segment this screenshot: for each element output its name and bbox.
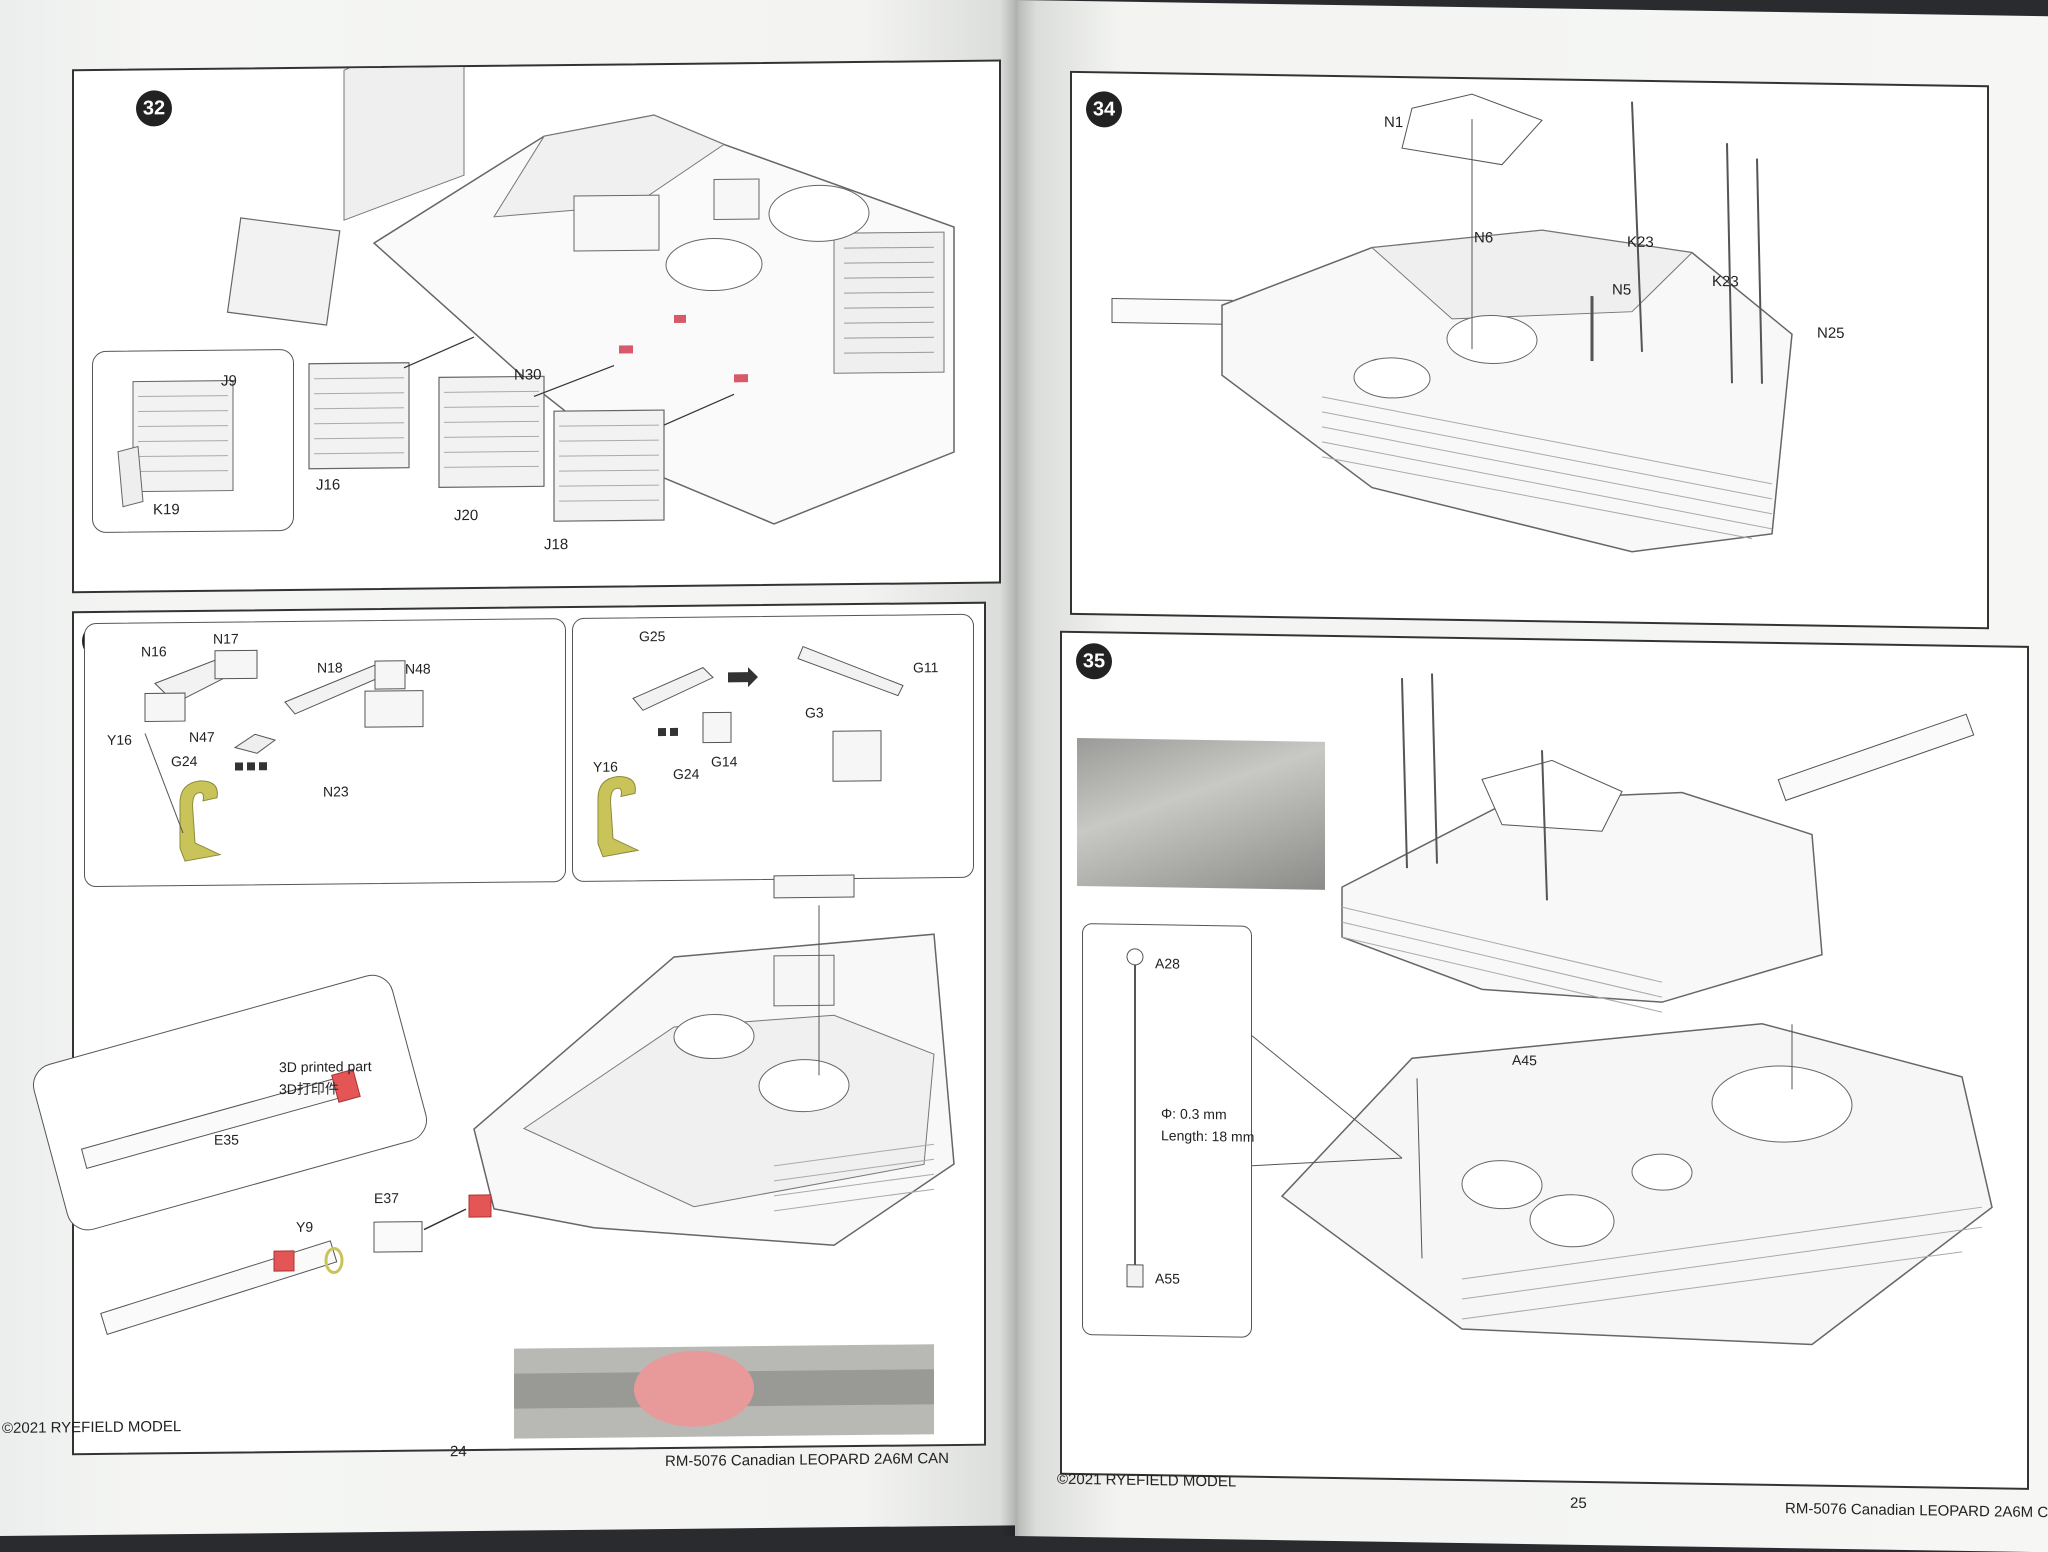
step-34-drawing <box>1111 93 1793 553</box>
spec-length: Length: 18 mm <box>1161 1127 1255 1145</box>
label-a28: A28 <box>1155 955 1180 972</box>
step-33-subassembly-a: N16 N17 Y16 N47 G24 N18 N48 N23 <box>84 618 566 888</box>
step-33-barrel-callout <box>28 969 432 1236</box>
label-e35: E35 <box>214 1131 239 1148</box>
step-35-antenna-callout: A28 Φ: 0.3 mm Length: 18 mm A55 <box>1082 923 1255 1338</box>
printed-part-note-cn: 3D打印件 <box>279 1080 339 1098</box>
label-a55: A55 <box>1155 1270 1180 1287</box>
label-j16: J16 <box>316 476 341 494</box>
right-page: 34 N1 N6 K23 N5 K23 <box>1015 0 2048 1552</box>
step-33-drawing <box>100 874 955 1439</box>
label-e37: E37 <box>374 1189 399 1207</box>
printed-part-note-en: 3D printed part <box>279 1058 372 1076</box>
label-k19: K19 <box>153 501 180 519</box>
left-footer-copyright: ©2021 RYEFIELD MODEL <box>2 1418 182 1437</box>
right-footer-title: RM-5076 Canadian LEOPARD 2A6M C <box>1785 1500 2048 1522</box>
label-n6: N6 <box>1474 229 1494 247</box>
spec-diameter: Φ: 0.3 mm <box>1161 1105 1227 1123</box>
left-page: 32 <box>0 0 1015 1536</box>
step-32-callout: J9 K19 <box>92 348 294 534</box>
step-34-panel: 34 N1 N6 K23 N5 K23 <box>1070 70 1989 630</box>
label-n30: N30 <box>514 366 542 384</box>
step-33-panel: 33 N16 N17 Y16 N47 G24 N18 N48 N23 <box>28 601 986 1456</box>
right-footer-copyright: ©2021 RYEFIELD MODEL <box>1057 1470 1237 1491</box>
label-j20: J20 <box>454 506 479 525</box>
label-j18: J18 <box>544 536 569 554</box>
step-32-panel: 32 <box>72 59 1001 594</box>
label-y9: Y9 <box>296 1218 314 1235</box>
left-page-number: 24 <box>450 1443 467 1461</box>
label-n1: N1 <box>1384 113 1404 132</box>
step-33-subassembly-b: G25 G11 G3 Y16 G24 G14 <box>572 613 974 883</box>
step-35-drawing <box>1251 673 1993 1346</box>
step-35-panel: 35 <box>1060 630 2029 1490</box>
label-n25: N25 <box>1817 324 1845 343</box>
right-page-number: 25 <box>1570 1494 1587 1512</box>
label-k23-b: K23 <box>1712 272 1739 291</box>
book-spine <box>1000 0 1036 1536</box>
label-a45: A45 <box>1512 1051 1537 1069</box>
label-j9: J9 <box>221 372 237 390</box>
label-k23-a: K23 <box>1627 233 1654 252</box>
label-n5: N5 <box>1612 281 1632 299</box>
left-footer-title: RM-5076 Canadian LEOPARD 2A6M CAN <box>665 1450 950 1471</box>
step-32-drawing <box>226 61 955 525</box>
